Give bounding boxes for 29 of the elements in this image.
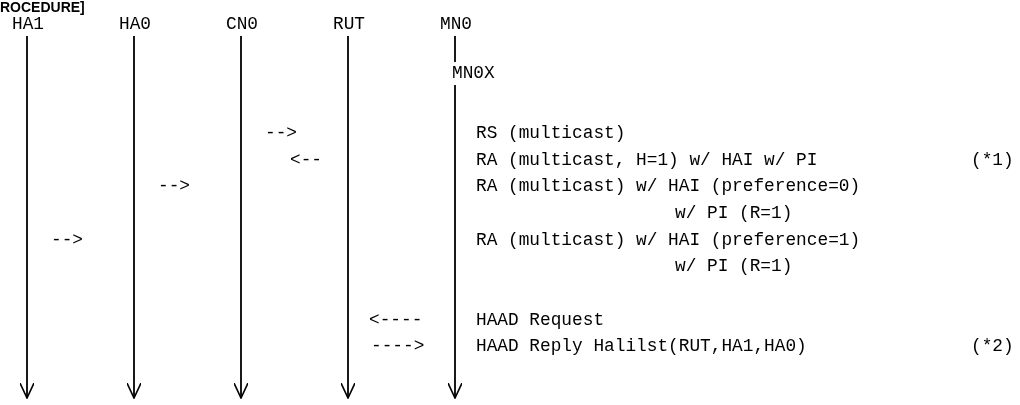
lifeline <box>454 35 456 63</box>
lifeline-arrow <box>126 35 142 399</box>
footnote-mark: (*2) <box>971 336 1014 356</box>
message-text: HAAD Request <box>476 310 605 330</box>
message-arrow-text: --> <box>158 176 190 196</box>
lifeline-arrow <box>447 84 463 399</box>
lifeline-label: CN0 <box>226 14 258 34</box>
lifeline-arrow <box>233 35 249 399</box>
message-arrow-text: --> <box>265 123 297 143</box>
message-text: RA (multicast) w/ HAI (preference=1) <box>476 230 861 250</box>
lifeline-label: HA1 <box>12 14 44 34</box>
heading: ROCEDURE] <box>0 0 85 14</box>
lifeline-label: MN0X <box>452 63 495 83</box>
message-arrow-text: --> <box>51 230 83 250</box>
footnote-mark: (*1) <box>971 150 1014 170</box>
message-text: w/ PI (R=1) <box>675 203 793 223</box>
message-text: RA (multicast, H=1) w/ HAI w/ PI <box>476 150 818 170</box>
message-arrow-text: <---- <box>369 310 423 330</box>
message-text: RS (multicast) <box>476 123 626 143</box>
lifeline-arrow <box>340 35 356 399</box>
message-text: HAAD Reply Halilst(RUT,HA1,HA0) <box>476 336 807 356</box>
message-arrow-text: <-- <box>290 150 322 170</box>
lifeline-label: RUT <box>333 14 365 34</box>
lifeline-label: HA0 <box>119 14 151 34</box>
message-text: w/ PI (R=1) <box>675 256 793 276</box>
message-arrow-text: ----> <box>371 336 425 356</box>
lifeline-label: MN0 <box>440 14 472 34</box>
message-text: RA (multicast) w/ HAI (preference=0) <box>476 176 861 196</box>
lifeline-arrow <box>19 35 35 399</box>
